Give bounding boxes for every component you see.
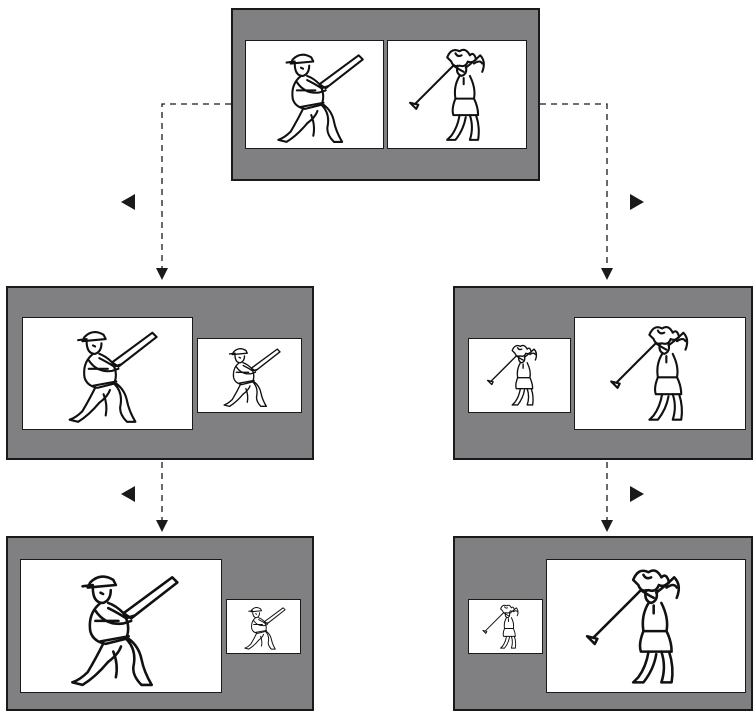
arrowhead-down-top-left bbox=[156, 268, 168, 280]
screen-sub-golfer-small bbox=[468, 599, 543, 654]
left-triangle-icon bbox=[121, 194, 135, 210]
baseball-batter-icon bbox=[198, 339, 301, 412]
arrowhead-down-mid-left bbox=[156, 520, 168, 532]
right-triangle-icon bbox=[630, 486, 644, 502]
baseball-batter-icon bbox=[21, 560, 221, 692]
dashed-line-top-left bbox=[162, 104, 231, 270]
baseball-batter-icon bbox=[246, 41, 383, 148]
baseball-batter-icon bbox=[227, 600, 300, 653]
screen-right-golfer bbox=[387, 40, 527, 149]
tv-batter-emphasis-step-1 bbox=[6, 286, 314, 460]
right-triangle-icon bbox=[630, 194, 644, 210]
screen-main-golfer-large bbox=[546, 559, 746, 693]
screen-sub-golfer bbox=[468, 338, 571, 413]
screen-sub-batter-small bbox=[226, 599, 301, 654]
golfer-icon bbox=[575, 318, 745, 429]
golfer-icon bbox=[469, 339, 570, 412]
left-triangle-icon bbox=[121, 486, 135, 502]
tv-batter-emphasis-step-2 bbox=[6, 536, 314, 711]
baseball-batter-icon bbox=[23, 318, 192, 429]
tv-golfer-emphasis-step-2 bbox=[453, 536, 753, 711]
arrowhead-down-top-right bbox=[601, 268, 613, 280]
golfer-icon bbox=[547, 560, 745, 692]
golfer-icon bbox=[469, 600, 542, 653]
dashed-line-top-right bbox=[540, 104, 607, 270]
tv-golfer-emphasis-step-1 bbox=[453, 286, 753, 460]
screen-sub-batter bbox=[197, 338, 302, 413]
golfer-icon bbox=[388, 41, 526, 148]
arrowhead-down-mid-right bbox=[601, 520, 613, 532]
screen-left-batter bbox=[245, 40, 384, 149]
screen-main-batter-large bbox=[20, 559, 222, 693]
screen-main-golfer bbox=[574, 317, 746, 430]
screen-main-batter bbox=[22, 317, 193, 430]
tv-equal-split bbox=[231, 8, 540, 181]
